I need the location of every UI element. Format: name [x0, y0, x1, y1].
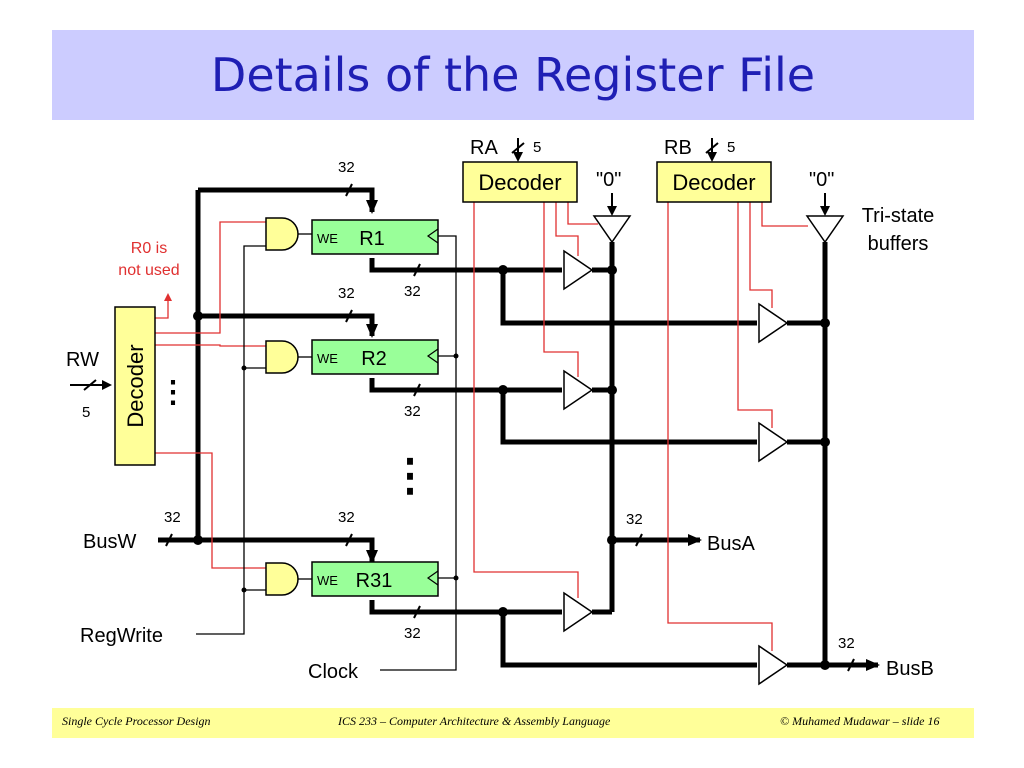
- ra-label: RA: [470, 137, 498, 159]
- decoder-rw: Decoder: [114, 306, 156, 466]
- r0-note-line2: not used: [118, 262, 179, 279]
- bus-width-label: 32: [338, 509, 355, 526]
- register-r31: WE R31: [311, 561, 439, 597]
- register-file-diagram: Decoder Decoder Decoder WE R1 WE R2 WE R…: [66, 137, 935, 686]
- decoder-rb-label: Decoder: [672, 170, 755, 195]
- tristate-buffers: [563, 215, 845, 686]
- bus-width-label: 32: [404, 403, 421, 420]
- tristate-buffer: [563, 249, 594, 291]
- busw-label: BusW: [83, 531, 136, 553]
- we-label: WE: [317, 573, 338, 588]
- ra-width-label: 5: [533, 139, 541, 156]
- bus-width-label: 32: [838, 635, 855, 652]
- tristate-buffer: [563, 369, 594, 411]
- and-gate-r31: [265, 562, 299, 596]
- ellipsis-rw: ⋮: [158, 376, 188, 409]
- register-r31-label: R31: [356, 570, 393, 592]
- regwrite-label: RegWrite: [80, 625, 163, 647]
- tristate-buffer: [758, 421, 789, 463]
- footer-center: ICS 233 – Computer Architecture & Assemb…: [338, 714, 611, 728]
- zero-label-b: "0": [809, 169, 834, 191]
- bus-width-label: 32: [338, 285, 355, 302]
- footer-right: © Muhamed Mudawar – slide 16: [780, 714, 940, 728]
- bus-width-label: 32: [338, 159, 355, 176]
- rb-width-label: 5: [727, 139, 735, 156]
- decoder-ra: Decoder: [462, 161, 578, 203]
- title-bar: Details of the Register File: [52, 30, 974, 120]
- and-gate-r2: [265, 340, 299, 374]
- we-label: WE: [317, 351, 338, 366]
- r0-note-line1: R0 is: [131, 240, 167, 257]
- we-label: WE: [317, 231, 338, 246]
- zero-buffer-b: [805, 215, 845, 244]
- zero-label-a: "0": [596, 169, 621, 191]
- and-gates: [265, 217, 299, 596]
- tristate-label-line2: buffers: [868, 233, 929, 255]
- junction-dots: [193, 265, 830, 670]
- footer-left: Single Cycle Processor Design: [62, 714, 211, 728]
- bus-width-label: 32: [164, 509, 181, 526]
- tristate-buffer: [563, 591, 594, 633]
- ellipsis-registers: ⋮: [388, 451, 432, 500]
- tristate-buffer: [758, 302, 789, 344]
- tristate-label-line1: Tri-state: [862, 205, 935, 227]
- data-buses: [158, 187, 880, 671]
- rw-label: RW: [66, 349, 99, 371]
- vertical-ellipsis: ⋮ ⋮: [158, 376, 432, 500]
- zero-buffer-a: [592, 215, 632, 244]
- bus-width-label: 32: [404, 625, 421, 642]
- register-r1-label: R1: [359, 228, 385, 250]
- decoder-rb: Decoder: [656, 161, 772, 203]
- rb-label: RB: [664, 137, 692, 159]
- slide-title: Details of the Register File: [210, 48, 816, 102]
- and-gate-r1: [265, 217, 299, 251]
- register-r2: WE R2: [311, 339, 439, 375]
- tristate-buffer: [758, 644, 789, 686]
- busa-label: BusA: [707, 533, 755, 555]
- register-r1: WE R1: [311, 219, 439, 255]
- busb-label: BusB: [886, 658, 934, 680]
- decoder-ra-label: Decoder: [478, 170, 561, 195]
- clock-label: Clock: [308, 661, 359, 683]
- register-r2-label: R2: [361, 348, 387, 370]
- footer-bar: [52, 708, 974, 738]
- decoder-rw-label: Decoder: [123, 344, 148, 427]
- bus-width-slashes: [83, 142, 855, 672]
- bus-width-label: 32: [626, 511, 643, 528]
- bus-width-label: 32: [404, 283, 421, 300]
- rw-width-label: 5: [82, 404, 90, 421]
